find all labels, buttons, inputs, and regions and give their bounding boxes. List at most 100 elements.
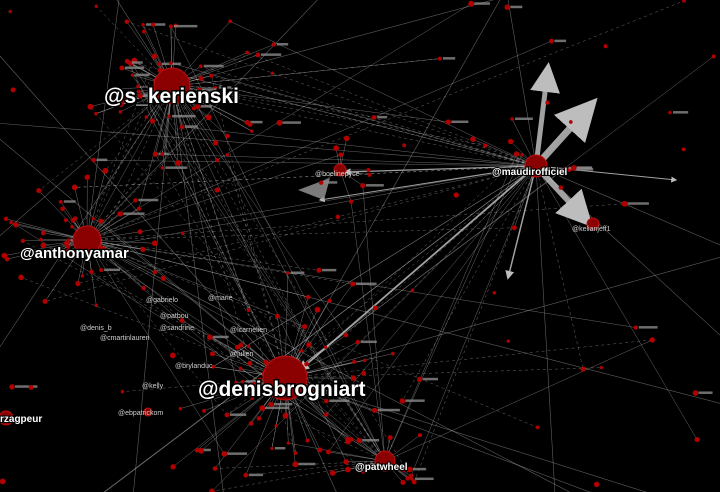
- graph-node: [343, 135, 350, 142]
- graph-edge: [245, 460, 386, 476]
- graph-node: [405, 476, 410, 481]
- graph-node: [246, 308, 251, 313]
- graph-node: [545, 100, 550, 105]
- hub-label-s_kerienski: @s_kerienski: [104, 85, 239, 108]
- graph-node: [28, 384, 34, 390]
- node-label-stub: [276, 43, 289, 46]
- graph-node: [42, 298, 48, 304]
- graph-node: [212, 466, 218, 471]
- graph-edge: [284, 257, 720, 379]
- node-label-stub: [377, 408, 400, 412]
- graph-edge: [155, 153, 286, 379]
- graph-node: [580, 366, 586, 372]
- graph-node: [94, 303, 98, 307]
- graph-node: [225, 133, 230, 139]
- hub-label-denisbrogniart: @denisbrogniart: [198, 378, 366, 401]
- graph-node: [248, 421, 254, 426]
- graph-node: [80, 274, 85, 278]
- graph-edge: [284, 367, 602, 379]
- node-label-stub: [260, 53, 282, 56]
- graph-node: [87, 103, 94, 110]
- graph-node: [511, 225, 517, 231]
- graph-edge: [284, 0, 501, 379]
- node-label-stub: [202, 88, 217, 91]
- graph-node: [9, 384, 15, 390]
- node-label-stub: [183, 99, 202, 103]
- graph-edge: [182, 233, 386, 462]
- graph-edge: [74, 165, 537, 188]
- graph-edge: [131, 62, 386, 462]
- node-label-stub: [200, 105, 212, 108]
- graph-node: [207, 334, 213, 341]
- graph-node: [348, 199, 354, 204]
- node-label-stub: [212, 335, 229, 339]
- graph-node: [360, 182, 366, 189]
- minor-node-label: @patbou: [160, 313, 189, 320]
- graph-node: [70, 224, 74, 229]
- graph-node: [152, 151, 159, 157]
- graph-node: [315, 393, 321, 399]
- graph-edge: [171, 85, 375, 118]
- graph-edge: [182, 126, 537, 167]
- graph-node: [234, 380, 239, 385]
- directed-edge: [318, 165, 537, 203]
- graph-edge: [211, 75, 286, 379]
- node-label-stub: [324, 181, 338, 184]
- graph-node: [118, 110, 123, 114]
- graph-node: [40, 242, 47, 249]
- graph-node: [329, 470, 336, 476]
- graph-edge: [86, 239, 720, 404]
- graph-edge: [171, 0, 494, 87]
- graph-node: [343, 459, 349, 465]
- hub-node-anthonyamar: [72, 225, 102, 255]
- graph-edge: [133, 85, 173, 492]
- graph-node: [593, 481, 600, 488]
- graph-node: [224, 412, 230, 418]
- graph-node: [118, 102, 124, 108]
- graph-node: [102, 246, 107, 251]
- minor-node-label: @gabrielo: [146, 297, 178, 304]
- graph-node: [46, 251, 51, 256]
- graph-node: [20, 238, 25, 243]
- graph-edge: [86, 56, 155, 241]
- node-label-stub: [442, 57, 456, 60]
- graph-node: [238, 342, 244, 348]
- graph-node: [317, 447, 323, 453]
- graph-node: [335, 214, 341, 220]
- graph-node: [286, 271, 290, 275]
- graph-edge: [77, 165, 537, 284]
- graph-edge: [86, 227, 515, 241]
- graph-edge: [93, 159, 537, 167]
- minor-node-label: @lcarnelien: [230, 327, 267, 334]
- graph-edge: [200, 66, 537, 167]
- hub-label-ebpatrickom: @ebpatrickom: [118, 410, 163, 417]
- graph-node: [178, 406, 183, 411]
- graph-node: [668, 110, 672, 115]
- graph-node: [603, 44, 608, 49]
- graph-edge: [211, 460, 386, 492]
- node-label-stub: [131, 61, 143, 64]
- graph-node: [91, 157, 96, 163]
- node-label-stub: [104, 268, 120, 272]
- graph-node: [3, 216, 9, 221]
- graph-node: [149, 90, 153, 94]
- node-label-stub: [510, 5, 523, 9]
- graph-node: [357, 463, 362, 469]
- graph-node: [247, 122, 253, 127]
- graph-node: [259, 405, 266, 412]
- graph-edge: [413, 165, 537, 483]
- graph-node: [198, 64, 203, 69]
- graph-node: [402, 143, 407, 148]
- graph-node: [137, 229, 143, 235]
- node-label-stub: [229, 413, 247, 416]
- node-label-stub: [227, 452, 248, 455]
- graph-node: [136, 206, 142, 211]
- graph-edge: [410, 165, 537, 476]
- graph-node: [205, 114, 212, 121]
- graph-node: [72, 216, 78, 221]
- graph-node: [1, 252, 8, 259]
- graph-edge: [384, 339, 653, 462]
- graph-node: [274, 424, 278, 428]
- graph-node: [10, 87, 16, 93]
- node-label-stub: [698, 391, 713, 394]
